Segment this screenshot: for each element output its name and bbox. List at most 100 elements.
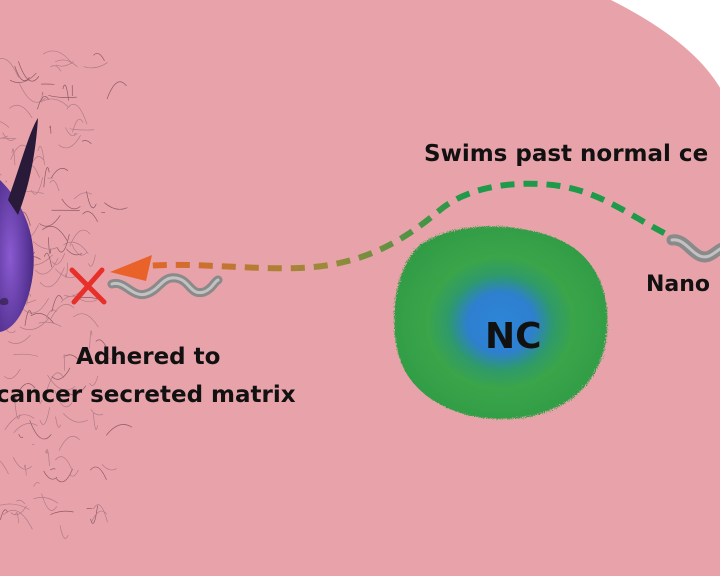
matrix-fiber <box>0 460 9 475</box>
matrix-fiber <box>19 83 46 103</box>
matrix-fiber <box>0 509 9 520</box>
dish-background-lower <box>0 300 720 576</box>
swims-past-label: Swims past normal ce <box>424 141 709 167</box>
matrix-fiber <box>91 410 104 416</box>
matrix-fiber <box>0 121 10 128</box>
matrix-fiber <box>50 510 74 515</box>
matrix-fiber <box>66 248 83 256</box>
matrix-fiber <box>73 133 78 135</box>
matrix-fiber <box>105 424 133 436</box>
matrix-fiber <box>63 354 65 371</box>
matrix-fiber <box>59 525 69 539</box>
matrix-fiber <box>37 390 42 404</box>
matrix-fiber <box>16 499 26 505</box>
matrix-fiber <box>82 211 99 223</box>
matrix-fiber <box>31 443 35 445</box>
matrix-fiber <box>73 313 99 328</box>
matrix-fiber <box>95 339 107 347</box>
matrix-fiber <box>93 504 108 523</box>
matrix-fiber <box>49 468 56 471</box>
matrix-fiber <box>0 503 30 510</box>
matrix-fiber <box>32 241 58 250</box>
adhered-label-line1: Adhered to <box>76 344 221 370</box>
matrix-fiber <box>42 225 68 241</box>
matrix-fiber <box>23 297 50 314</box>
matrix-fiber <box>46 372 64 390</box>
matrix-fiber <box>54 390 73 408</box>
matrix-fiber <box>86 191 97 209</box>
adhered-label-line2: cancer secreted matrix <box>0 382 296 408</box>
matrix-fiber <box>58 435 80 451</box>
matrix-fiber <box>69 229 91 247</box>
matrix-fiber <box>56 468 73 483</box>
matrix-fiber <box>2 132 16 141</box>
matrix-fiber <box>73 192 93 200</box>
matrix-fiber <box>88 254 96 267</box>
matrix-fiber <box>89 466 107 481</box>
matrix-fiber <box>67 385 87 396</box>
matrix-fiber <box>0 135 8 139</box>
matrix-fiber <box>93 53 105 62</box>
matrix-fiber <box>69 469 79 477</box>
matrix-fiber <box>104 202 128 210</box>
matrix-fiber <box>50 168 69 179</box>
red-x-icon <box>69 267 107 305</box>
matrix-fiber <box>11 148 16 166</box>
nanobot-label: Nano <box>646 272 711 297</box>
matrix-fiber <box>43 470 58 480</box>
matrix-fiber <box>4 414 35 431</box>
matrix-fiber <box>13 353 39 357</box>
matrix-fiber <box>62 84 69 101</box>
matrix-fiber <box>12 457 32 470</box>
matrix-fiber <box>89 330 93 349</box>
matrix-fiber <box>50 65 62 72</box>
matrix-fiber <box>26 293 32 306</box>
matrix-fiber <box>10 505 27 516</box>
matrix-fiber <box>100 350 119 360</box>
matrix-fiber <box>47 237 52 254</box>
matrix-fiber <box>90 510 108 523</box>
matrix-fiber <box>101 464 117 471</box>
matrix-fiber <box>45 449 50 467</box>
matrix-fiber <box>58 135 81 149</box>
matrix-fiber <box>8 334 31 344</box>
matrix-fiber <box>49 125 52 134</box>
matrix-fiber <box>14 65 30 82</box>
matrix-fiber <box>66 103 88 125</box>
matrix-fiber <box>38 321 62 327</box>
matrix-fiber <box>63 413 88 423</box>
matrix-fiber <box>51 252 66 265</box>
matrix-fiber <box>35 257 59 275</box>
matrix-fiber <box>72 294 98 302</box>
matrix-fiber <box>39 407 50 425</box>
matrix-fiber <box>18 61 40 82</box>
matrix-fiber <box>3 368 21 379</box>
matrix-fiber <box>90 409 93 411</box>
cancer-cell <box>0 118 38 332</box>
matrix-fiber <box>9 104 33 119</box>
matrix-fiber <box>65 127 77 136</box>
matrix-fiber <box>51 367 71 380</box>
matrix-fiber <box>69 128 95 131</box>
matrix-fiber <box>42 50 73 64</box>
matrix-fiber <box>33 482 40 487</box>
matrix-fiber <box>14 400 21 420</box>
matrix-fiber <box>24 464 27 476</box>
matrix-fiber <box>64 354 80 361</box>
matrix-fiber <box>55 61 74 67</box>
matrix-fiber <box>31 177 44 195</box>
matrix-fiber <box>63 241 89 254</box>
normal-cell-label: NC <box>485 316 542 357</box>
matrix-fiber <box>2 509 33 530</box>
matrix-fiber <box>49 180 60 192</box>
matrix-fiber <box>89 375 99 386</box>
matrix-fiber <box>13 423 38 434</box>
matrix-fiber <box>39 267 65 288</box>
matrix-fiber <box>30 313 55 324</box>
matrix-fiber <box>43 167 50 188</box>
matrix-fiber <box>47 374 76 391</box>
matrix-fiber <box>48 95 77 99</box>
matrix-fiber <box>55 59 78 68</box>
